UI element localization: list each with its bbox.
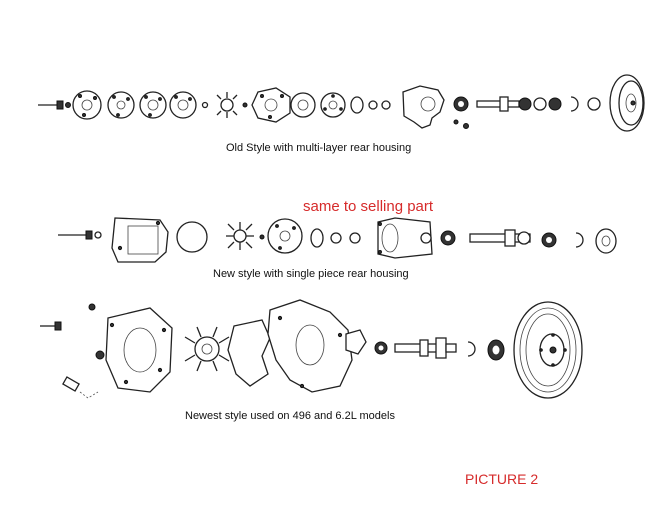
seal	[330, 232, 342, 244]
cam-plate	[169, 91, 197, 119]
snap-ring	[570, 96, 579, 112]
seal	[420, 232, 432, 244]
temperature-sensor	[62, 376, 99, 399]
snap-ring	[575, 232, 584, 248]
washer	[65, 102, 71, 108]
housing-outlet	[345, 329, 367, 355]
spacer	[595, 228, 617, 254]
seal-plate	[290, 92, 316, 118]
fitting	[95, 350, 105, 360]
o-ring	[310, 228, 324, 248]
bearing	[541, 232, 557, 248]
bolt	[58, 230, 93, 240]
rear-plate	[320, 92, 346, 118]
key	[259, 234, 265, 240]
gasket-plate	[107, 91, 135, 119]
wear-plate	[139, 91, 167, 119]
impeller	[216, 92, 238, 118]
seal	[368, 100, 378, 110]
same-part-callout: same to selling part	[303, 198, 434, 215]
wear-plate	[267, 218, 303, 254]
bolt	[38, 100, 64, 110]
impeller	[184, 326, 230, 372]
front-cover	[105, 307, 173, 393]
spacer	[587, 97, 601, 111]
key	[242, 102, 248, 108]
screw	[88, 303, 96, 311]
rear-housing	[377, 217, 433, 259]
front-cover-plate	[72, 90, 102, 120]
shaft	[394, 337, 457, 359]
seal	[374, 341, 388, 355]
picture-label: PICTURE 2	[465, 471, 539, 487]
old-style-caption: Old Style with multi-layer rear housing	[226, 142, 412, 154]
seal	[349, 232, 361, 244]
impeller-housing	[251, 87, 291, 123]
bearing	[533, 97, 547, 111]
newest-style-caption: Newest style used on 496 and 6.2L models	[185, 410, 395, 422]
seal	[381, 100, 391, 110]
new-style-caption: New style with single piece rear housing	[213, 268, 409, 280]
front-cover	[111, 217, 169, 263]
rear-housing	[402, 85, 469, 129]
o-ring	[350, 96, 364, 114]
snap-ring	[467, 341, 476, 357]
bearing	[440, 230, 456, 246]
pulley	[513, 301, 583, 399]
shaft	[476, 96, 532, 112]
bearing	[453, 96, 469, 112]
shaft	[469, 229, 531, 247]
small-washer	[201, 101, 209, 109]
bolt	[40, 321, 62, 331]
impeller	[226, 222, 254, 250]
bearing	[487, 339, 505, 361]
bearing	[548, 97, 562, 111]
o-ring	[176, 221, 208, 253]
washer	[94, 231, 102, 239]
gasket	[227, 319, 271, 387]
pulley	[609, 74, 645, 132]
pump-housing	[267, 299, 353, 393]
